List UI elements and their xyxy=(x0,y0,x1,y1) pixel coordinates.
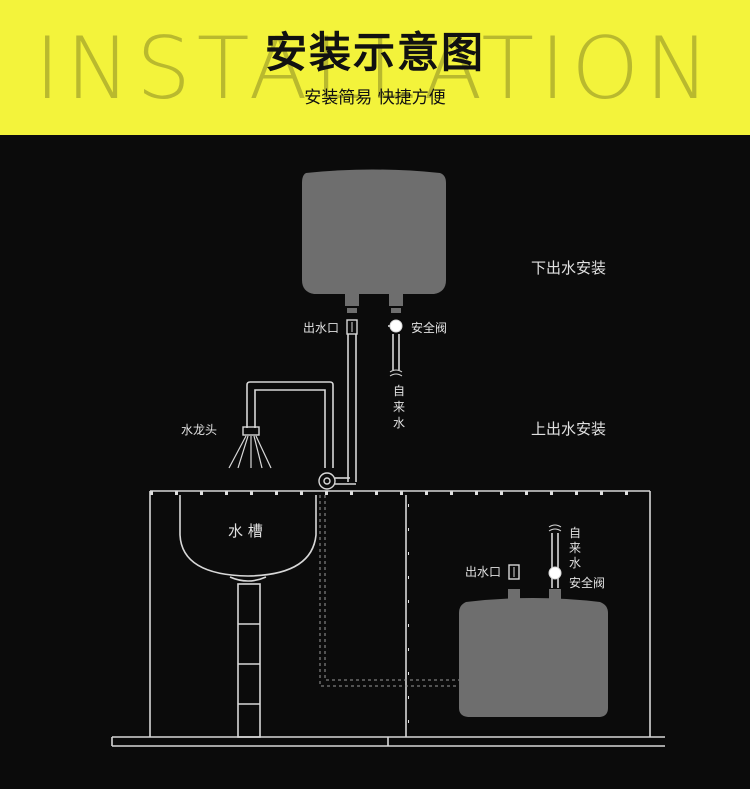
faucet-label: 水龙头 xyxy=(181,423,217,437)
top-heater-inlet-connector xyxy=(389,294,403,306)
bottom-water-heater-group: 出水口 安全阀 自 来 水 xyxy=(459,524,608,717)
section-title-bottom-outlet: 下出水安装 xyxy=(531,259,606,277)
top-outlet-label: 出水口 xyxy=(303,321,339,335)
top-heater-outlet-nut xyxy=(347,308,357,313)
page-subtitle: 安装简易 快捷方便 xyxy=(304,88,446,108)
faucet-group: 水龙头 xyxy=(181,381,356,490)
faucet-head xyxy=(242,426,260,436)
bottom-heater-outlet-connector xyxy=(508,589,520,603)
top-water-heater xyxy=(302,169,446,294)
header-background-word: INSTALLATION xyxy=(34,19,716,119)
top-heater-inlet-nut xyxy=(391,308,401,313)
page-title: 安装示意图 xyxy=(264,28,485,77)
section-title-top-outlet: 上出水安装 xyxy=(531,420,606,438)
top-inlet-label-1: 自 xyxy=(393,384,405,398)
faucet-spray xyxy=(228,435,272,469)
cabinet xyxy=(111,490,665,747)
faucet-spout xyxy=(246,381,334,468)
bottom-heater-outlet-valve xyxy=(508,564,520,580)
sink-basin xyxy=(179,495,317,577)
top-inlet-label-3: 水 xyxy=(393,416,405,430)
bottom-heater-inlet-connector xyxy=(549,589,561,603)
header-banner: INSTALLATION 安装示意图 安装简易 快捷方便 xyxy=(0,0,750,135)
top-heater-outlet-valve xyxy=(346,319,358,335)
faucet-mixer-knob xyxy=(318,472,336,490)
bottom-inlet-label-1: 自 xyxy=(569,526,581,540)
top-safety-valve xyxy=(389,319,403,333)
sink-drain-pipe xyxy=(237,583,261,738)
dashed-hose-outer xyxy=(319,495,460,687)
top-water-heater-group: 出水口 安全阀 自 来 水 xyxy=(302,169,447,482)
top-heater-outlet-connector xyxy=(345,294,359,306)
dashed-hose-inner xyxy=(324,495,460,681)
bottom-outlet-label: 出水口 xyxy=(465,565,501,579)
top-inlet-label-2: 来 xyxy=(393,400,405,414)
sink-label: 水 槽 xyxy=(228,522,263,540)
bottom-inlet-label-2: 来 xyxy=(569,541,581,555)
countertop-tiles xyxy=(150,491,650,495)
top-safety-valve-label: 安全阀 xyxy=(411,320,447,335)
bottom-inlet-label-3: 水 xyxy=(569,556,581,570)
bottom-water-heater xyxy=(459,598,608,717)
sink-group: 水 槽 xyxy=(179,495,317,738)
bottom-safety-valve xyxy=(548,566,562,580)
bottom-safety-valve-label: 安全阀 xyxy=(569,575,605,590)
